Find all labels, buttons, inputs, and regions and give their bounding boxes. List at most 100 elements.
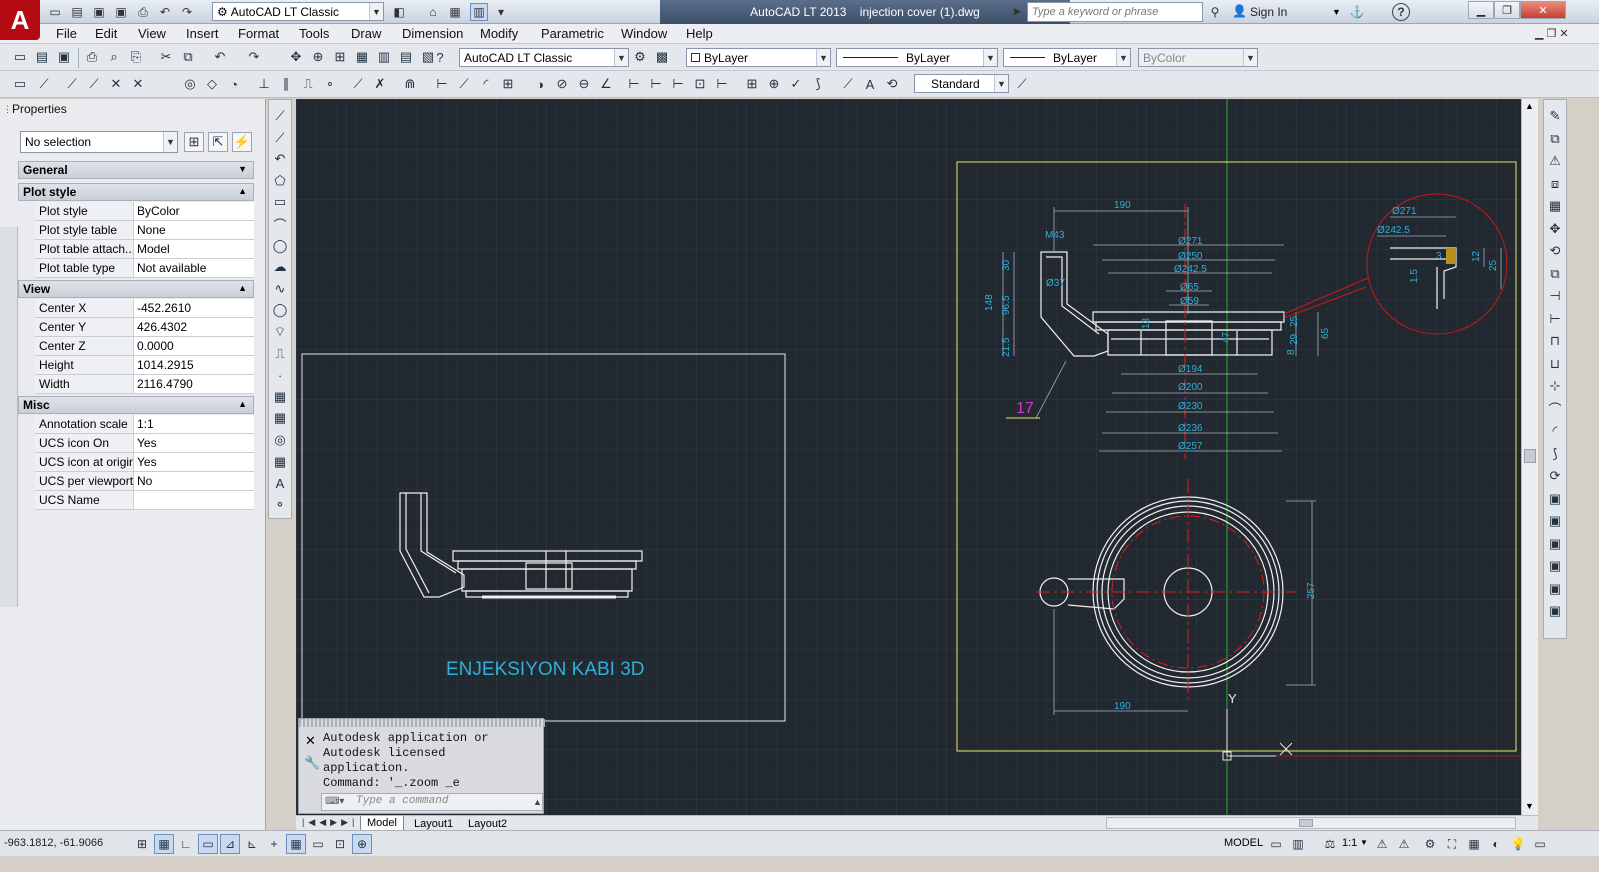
region-icon[interactable]: ◎ <box>274 432 286 447</box>
tab-layout2[interactable]: Layout2 <box>468 817 508 830</box>
horizontal-scrollbar[interactable] <box>1106 817 1516 829</box>
isolate-objects-icon[interactable]: ◐ <box>1492 837 1500 851</box>
hardware-accel-icon[interactable]: ▦ <box>1468 837 1480 851</box>
color-control[interactable]: ByLayer ▼ <box>686 48 831 67</box>
property-value[interactable]: -452.2610 <box>137 301 192 315</box>
plot-icon[interactable]: ⎙ <box>86 49 98 64</box>
open-icon[interactable]: ▤ <box>35 49 49 64</box>
publish-icon[interactable]: ⎘ <box>130 49 142 64</box>
property-value[interactable]: Model <box>137 242 170 256</box>
draworder-front-icon[interactable]: ▣ <box>1548 513 1562 528</box>
nearest-icon[interactable]: ⟋ <box>353 76 363 91</box>
tab-model[interactable]: Model <box>360 816 404 831</box>
chevron-down-icon[interactable]: ▼ <box>1360 838 1368 847</box>
menu-window[interactable]: Window <box>621 26 668 41</box>
insert-block-icon[interactable]: ⎍ <box>275 345 285 361</box>
drawing-canvas[interactable]: ENJEKSIYON KABI 3D 190 M43 <box>296 99 1522 816</box>
property-value[interactable] <box>134 491 254 509</box>
layer-icon[interactable]: ◧ <box>393 5 405 19</box>
close-icon[interactable]: ✕ <box>305 733 316 748</box>
annotation-scale-icon[interactable]: ⚖ <box>1324 837 1336 851</box>
continue-dim-icon[interactable]: ⊢ <box>672 76 684 91</box>
menu-format[interactable]: Format <box>238 26 280 41</box>
lineweight-icon[interactable]: ▭ <box>312 837 324 851</box>
move-icon[interactable]: ✥ <box>1549 220 1561 236</box>
preview-icon[interactable]: ⌕ <box>110 49 118 64</box>
annotation-scale-value[interactable]: 1:1 <box>1342 837 1358 849</box>
gradient-icon[interactable]: ▦ <box>273 410 287 426</box>
property-value[interactable]: Not available <box>137 261 207 275</box>
diameter-dim-icon[interactable]: ⊖ <box>578 76 590 91</box>
quick-view-drawings-icon[interactable]: ▥ <box>1292 837 1304 851</box>
dimedit-icon[interactable]: ⟋ <box>843 76 853 91</box>
join-icon[interactable]: ⊹ <box>1549 378 1561 393</box>
help-icon[interactable]: ? <box>436 49 444 65</box>
construction-line-icon[interactable]: ⟋ <box>275 129 285 145</box>
selection-dropdown[interactable]: No selection ▼ <box>20 131 178 153</box>
perpendicular-icon[interactable]: ⊥ <box>258 76 270 91</box>
rectangle-icon[interactable]: ▭ <box>273 194 287 210</box>
line-icon[interactable]: ⟋ <box>275 108 285 123</box>
vertical-scrollbar[interactable]: ▲ ▼ <box>1521 99 1538 816</box>
ordinate-dim-icon[interactable]: ⊞ <box>502 76 514 91</box>
application-menu-button[interactable]: A <box>0 0 40 40</box>
tab-layout1[interactable]: Layout1 <box>414 817 454 830</box>
jogged-icon[interactable]: ⊘ <box>556 76 568 91</box>
point-icon[interactable]: ∙ <box>278 367 282 383</box>
extend-icon[interactable]: ⊓ <box>1549 333 1561 348</box>
command-input[interactable]: Type a command <box>321 793 543 811</box>
workspace-select[interactable]: AutoCAD LT Classic ▼ <box>459 48 629 67</box>
gear-icon[interactable]: ⚙ <box>634 49 646 64</box>
osnap-icon[interactable]: ⊾ <box>246 837 258 851</box>
customize-icon[interactable]: ▾ <box>497 5 505 19</box>
property-row[interactable]: Plot table attach...Model <box>35 240 254 259</box>
jog-line-icon[interactable]: ⟆ <box>815 76 821 91</box>
draworder-back-icon[interactable]: ▣ <box>1548 535 1562 551</box>
hatch-icon[interactable]: ▦ <box>273 388 287 404</box>
design-center-icon[interactable]: ▥ <box>377 49 391 64</box>
folder-icon[interactable]: ⌂ <box>429 5 437 19</box>
transparency-icon[interactable]: ⊡ <box>334 837 346 851</box>
center-mark-icon[interactable]: ⊕ <box>768 76 780 91</box>
property-value[interactable]: 2116.4790 <box>137 377 193 391</box>
inspect-icon[interactable]: ✓ <box>790 76 802 91</box>
properties-icon[interactable]: ▦ <box>449 5 461 19</box>
polar-icon[interactable]: ⊿ <box>220 834 240 854</box>
toggle-pickadd-icon[interactable]: ⊞ <box>184 132 204 152</box>
command-grip[interactable] <box>299 719 545 727</box>
property-value[interactable]: Yes <box>137 436 157 450</box>
ortho-icon[interactable]: ▭ <box>198 834 218 854</box>
mirror-icon[interactable]: ⚠ <box>1549 153 1561 168</box>
xline-icon[interactable]: ⟋ <box>67 76 77 91</box>
property-value[interactable]: 1:1 <box>137 417 154 431</box>
stretch-icon[interactable]: ⊣ <box>1549 288 1561 303</box>
new-icon[interactable]: ▭ <box>13 76 27 91</box>
tool-palette-icon[interactable]: ▤ <box>399 49 413 64</box>
copy-icon[interactable]: ⧉ <box>183 49 193 64</box>
snap-icon[interactable]: ∟ <box>180 837 192 851</box>
coordinate-readout[interactable]: -963.1812, -61.9066 <box>4 837 104 849</box>
insert-icon[interactable]: ⎍ <box>303 76 313 91</box>
table-icon[interactable]: ▦ <box>273 453 287 469</box>
property-value[interactable]: None <box>137 223 166 237</box>
mtext-icon[interactable]: A <box>275 475 285 491</box>
menu-modify[interactable]: Modify <box>480 26 519 41</box>
new-icon[interactable]: ▭ <box>49 5 61 19</box>
pline-icon[interactable]: ⟋ <box>89 76 99 91</box>
scroll-up-icon[interactable]: ▲ <box>1525 101 1534 111</box>
dim-style-control[interactable]: Standard ▼ <box>914 74 1009 93</box>
tolerance-icon[interactable]: ⊞ <box>746 76 758 91</box>
array-icon[interactable]: ▦ <box>1548 198 1562 213</box>
select-objects-icon[interactable]: ⇱ <box>208 132 228 152</box>
menu-tools[interactable]: Tools <box>299 26 330 41</box>
menu-help[interactable]: Help <box>686 26 713 41</box>
menu-parametric[interactable]: Parametric <box>541 26 604 41</box>
menu-edit[interactable]: Edit <box>95 26 118 41</box>
minimize-button[interactable]: ▁ <box>1468 1 1494 19</box>
center-icon[interactable]: ◎ <box>184 76 196 91</box>
quick-select-icon[interactable]: ⚡ <box>232 132 252 152</box>
chevron-up-icon[interactable]: ▲ <box>533 797 542 807</box>
